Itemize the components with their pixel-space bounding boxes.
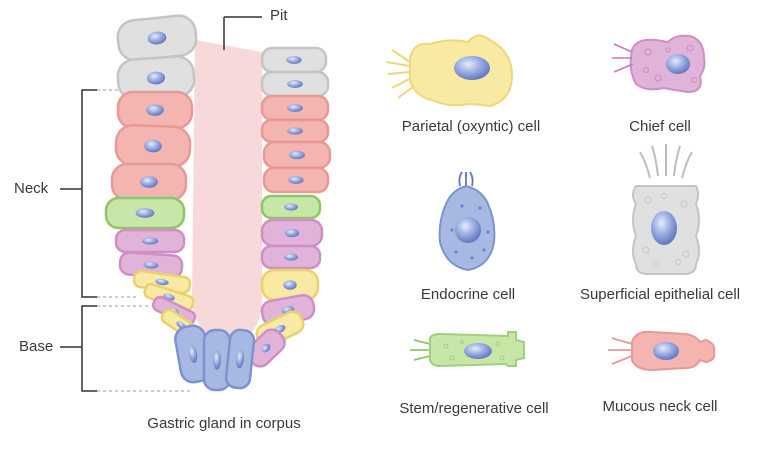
gland-left-cell-4 <box>114 124 192 168</box>
gland-left-cell-5 <box>110 162 188 202</box>
gland-right-cell-9 <box>260 244 322 270</box>
base-label: Base <box>19 338 54 355</box>
gland-base-cell-3 <box>224 328 256 390</box>
gland-right-cell-7 <box>260 194 322 220</box>
neck-label: Neck <box>14 180 49 197</box>
gland-right-cell-6 <box>262 166 330 194</box>
endocrine-cell-illustration <box>438 171 496 272</box>
gland-right-cell-1 <box>260 46 328 74</box>
mucous-neck-cell-label: Mucous neck cell <box>602 398 718 415</box>
parietal-cell-illustration <box>385 34 514 108</box>
gland-left-cell-1 <box>116 14 198 62</box>
stem-cell-illustration <box>410 331 525 368</box>
stem-cell-label: Stem/regenerative cell <box>399 400 549 417</box>
gland-base-cell-2 <box>202 328 232 392</box>
gland-left-cell-7 <box>114 228 186 254</box>
superficial-epithelial-cell-label: Superficial epithelial cell <box>579 286 741 303</box>
neck-bracket <box>60 89 97 298</box>
pit-pointer <box>223 16 262 50</box>
gland-right-cell-8 <box>260 218 324 248</box>
pit-label: Pit <box>270 7 288 24</box>
gland-cells <box>104 14 332 392</box>
gland-left-cell-3 <box>116 90 194 130</box>
superficial-epithelial-cell-illustration <box>632 144 700 275</box>
chief-cell-illustration <box>612 34 706 94</box>
gland-right-cell-4 <box>260 118 330 144</box>
base-bracket <box>60 305 97 392</box>
gland-base-cell-1 <box>174 324 212 384</box>
gland-right-cell-3 <box>260 94 330 122</box>
gland-left-cell-8 <box>118 251 184 279</box>
gland-left-cell-6 <box>104 196 186 230</box>
gland-right-cell-10 <box>260 268 320 302</box>
endocrine-cell-label: Endocrine cell <box>420 286 516 303</box>
chief-cell-label: Chief cell <box>629 118 691 135</box>
gland-right-cell-13 <box>246 328 286 368</box>
gland-caption: Gastric gland in corpus <box>147 415 301 432</box>
gland-lumen <box>192 40 262 342</box>
parietal-cell-label: Parietal (oxyntic) cell <box>401 118 541 135</box>
gland-right-cell-2 <box>260 70 330 98</box>
mucous-neck-cell-illustration <box>608 330 716 372</box>
gland-right-cell-5 <box>262 140 332 170</box>
